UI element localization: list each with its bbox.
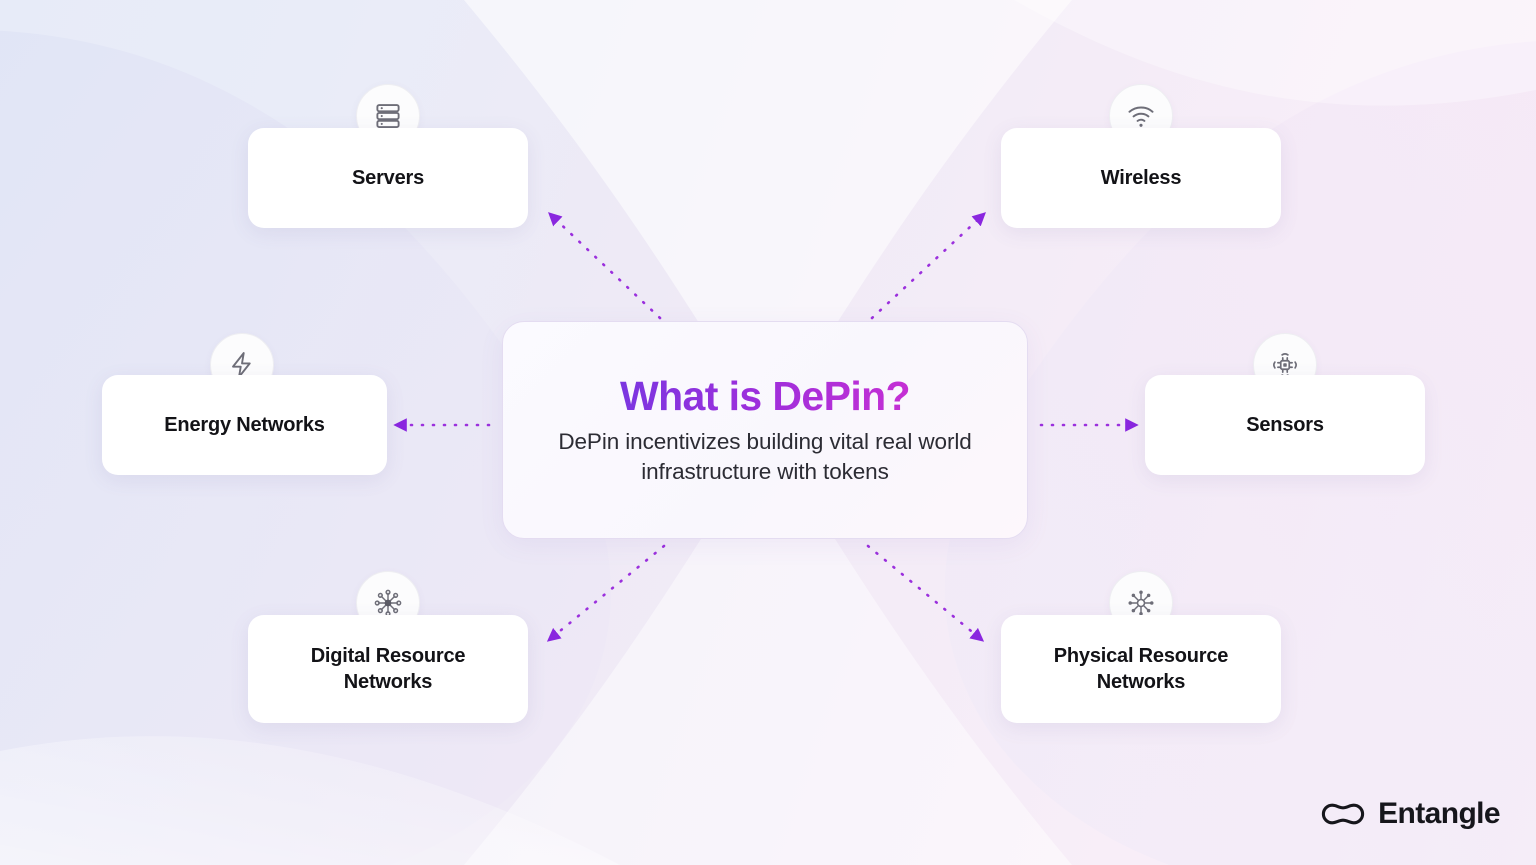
node-label-servers: Servers xyxy=(352,167,424,189)
node-card-physical-resource[interactable]: Physical Resource Networks xyxy=(1001,615,1281,723)
node-label-wireless: Wireless xyxy=(1100,167,1182,189)
server-rack-icon xyxy=(376,104,400,128)
node-label-digital-resource: Digital Resource Networks xyxy=(310,645,466,693)
center-subtitle: DePin incentivizes building vital real w… xyxy=(558,428,972,484)
brand-name: Entangle xyxy=(1378,797,1500,830)
page-title: What is DePin? xyxy=(619,372,911,419)
node-label-physical-resource: Physical Resource Networks xyxy=(1053,645,1229,693)
node-card-servers[interactable]: Servers xyxy=(248,128,528,228)
wave-bottom-left xyxy=(0,736,620,865)
connector-center-to-servers xyxy=(548,212,662,320)
node-label-sensors: Sensors xyxy=(1246,414,1324,436)
node-card-energy[interactable]: Energy Networks xyxy=(102,375,387,475)
center-card: What is DePin? DePin incentivizes buildi… xyxy=(502,321,1028,539)
infinity-icon xyxy=(1321,803,1365,825)
wifi-icon xyxy=(1128,106,1154,127)
connector-center-to-digital-resource xyxy=(546,544,666,642)
node-label-energy: Energy Networks xyxy=(164,414,325,436)
network-hub-hollow-icon xyxy=(1128,590,1154,616)
node-card-wireless[interactable]: Wireless xyxy=(1001,128,1281,228)
connector-center-to-physical-resource xyxy=(866,544,985,642)
wave-top-right xyxy=(1014,0,1536,106)
connector-center-to-wireless xyxy=(870,212,986,320)
network-hub-filled-icon xyxy=(374,589,402,617)
node-card-digital-resource[interactable]: Digital Resource Networks xyxy=(248,615,528,723)
node-card-sensors[interactable]: Sensors xyxy=(1145,375,1425,475)
brand-logo: Entangle xyxy=(1319,797,1501,831)
